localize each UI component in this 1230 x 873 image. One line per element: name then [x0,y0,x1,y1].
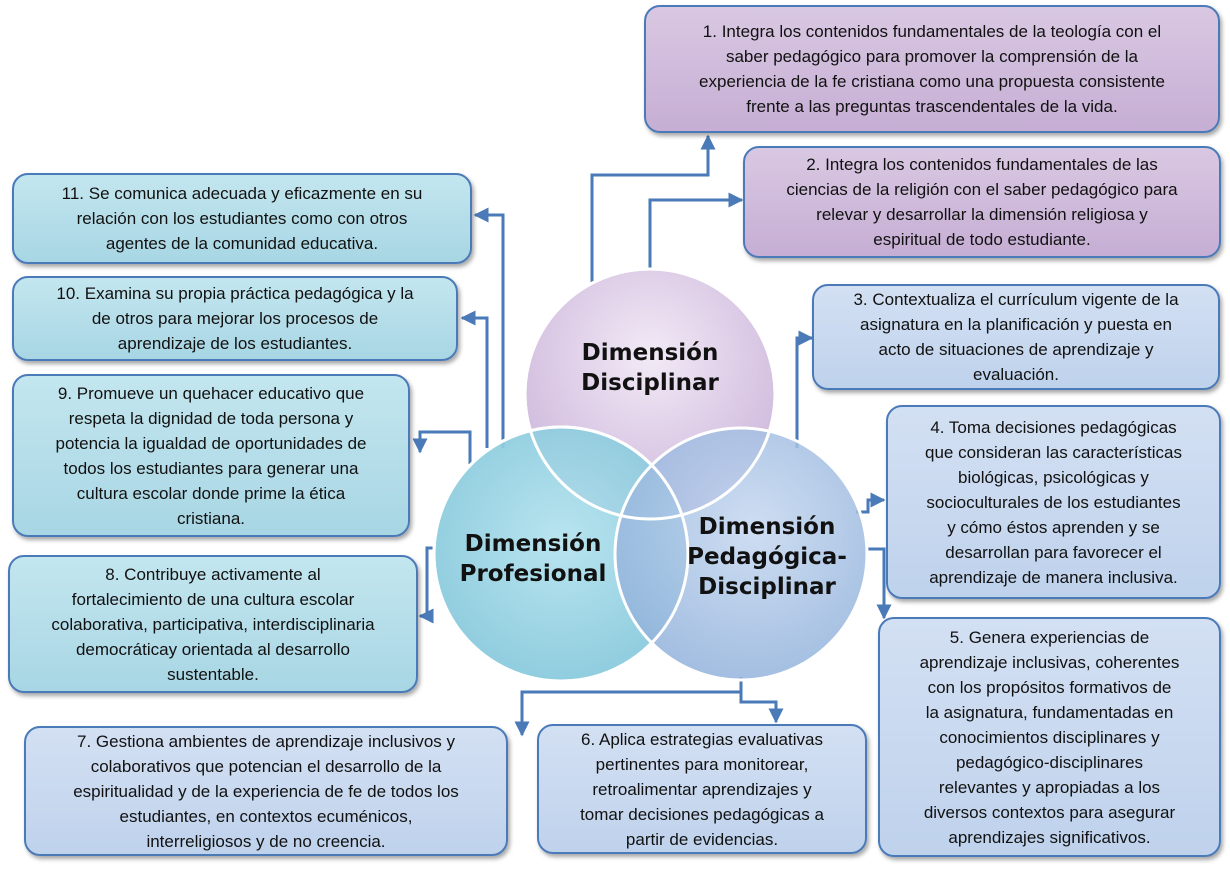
competency-box-4: 4. Toma decisiones pedagógicas que consi… [886,405,1221,599]
connector-10 [460,310,489,448]
connector-7 [514,690,741,737]
competency-box-6: 6. Aplica estrategias evaluativas pertin… [537,724,867,854]
connector-2 [648,192,744,285]
competency-box-10: 10. Examina su propia práctica pedagógic… [12,276,458,361]
competency-box-2: 2. Integra los contenidos fundamentales … [743,146,1221,258]
connector-3 [795,330,814,448]
competency-box-1: 1. Integra los contenidos fundamentales … [644,5,1220,133]
connector-1 [590,134,716,285]
competency-box-5: 5. Genera experiencias de aprendizaje in… [878,617,1221,857]
connector-5 [866,547,892,620]
connector-6 [739,677,784,724]
circle-pedagogica [613,426,869,682]
competency-box-11: 11. Se comunica adecuada y eficazmente e… [12,173,472,264]
connector-8 [418,546,434,624]
label-dimension-profesional: Dimensión Profesional [459,531,607,587]
connector-4 [856,492,886,514]
connector-11 [473,207,505,448]
competency-box-3: 3. Contextualiza el currículum vigente d… [812,284,1220,390]
label-dimension-disciplinar: Dimensión Disciplinar [581,340,719,396]
connector-9 [412,430,472,464]
label-dimension-pedagogica: Dimensión Pedagógica- Disciplinar [687,514,847,600]
competency-box-9: 9. Promueve un quehacer educativo que re… [12,374,410,537]
competency-box-7: 7. Gestiona ambientes de aprendizaje inc… [24,726,508,856]
competency-box-8: 8. Contribuye activamente al fortalecimi… [8,555,418,693]
